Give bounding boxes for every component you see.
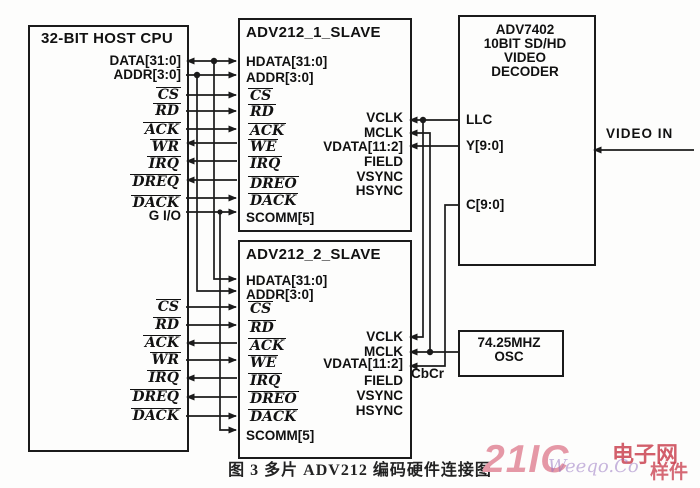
- wire-vclk2: [409, 120, 424, 341]
- cpu-pin-irq: IRQ: [146, 156, 181, 172]
- video-in-label: VIDEO IN: [606, 126, 674, 141]
- cpu-title: 32-BIT HOST CPU: [40, 30, 173, 47]
- cpu-pin-addr: ADDR[3:0]: [113, 67, 182, 82]
- adv2-pin-ack: ACK: [248, 338, 287, 354]
- adv2-pin-vclk: VCLK: [366, 329, 403, 344]
- adv2-pin-irq: IRQ: [248, 373, 283, 389]
- adv2-pin-field: FIELD: [364, 373, 403, 388]
- adv1-pin-dreq: DREO: [248, 176, 299, 192]
- osc-block: [458, 330, 564, 377]
- decoder-title-1: ADV7402: [495, 22, 555, 37]
- figure-caption: 图 3 多片 ADV212 编码硬件连接图: [228, 462, 492, 479]
- cpu-pin-ack-2: ACK: [142, 335, 181, 351]
- cpu-pin-cs: CS: [155, 87, 181, 103]
- decoder-pin-y: Y[9:0]: [466, 138, 504, 153]
- osc-label-osc: OSC: [494, 349, 524, 364]
- decoder-title-4: DECODER: [491, 64, 559, 79]
- cpu-pin-irq-2: IRQ: [146, 370, 181, 386]
- wire-gio-branch: [219, 212, 237, 434]
- adv1-pin-vdata: VDATA[11:2]: [323, 139, 403, 154]
- adv1-pin-scomm: SCOMM[5]: [246, 210, 315, 225]
- adv1-pin-cs: CS: [248, 88, 274, 104]
- adv1-pin-mclk: MCLK: [364, 125, 403, 140]
- adv2-pin-addr: ADDR[3:0]: [246, 287, 314, 302]
- cpu-pin-ack: ACK: [142, 122, 181, 138]
- adv2-pin-dack: DACK: [248, 409, 299, 425]
- decoder-pin-c: C[9:0]: [466, 197, 505, 212]
- watermark-brand: 21IC: [483, 438, 570, 481]
- adv2-pin-we: WE: [248, 355, 279, 371]
- cpu-pin-wr-2: WR: [149, 352, 181, 368]
- junction-llc: [419, 116, 427, 124]
- adv1-pin-field: FIELD: [364, 154, 403, 169]
- cpu-pin-wr: WR: [149, 139, 181, 155]
- adv2-pin-rd: RD: [248, 320, 276, 336]
- wire-mclk1: [409, 129, 431, 352]
- cpu-pin-rd-2: RD: [153, 317, 181, 333]
- adv1-pin-hdata: HDATA[31:0]: [246, 54, 328, 69]
- cpu-pin-gio: G I/O: [148, 208, 181, 223]
- cbcr-label: CbCr: [411, 366, 444, 381]
- cpu-pin-dack: DACK: [130, 195, 181, 211]
- adv1-pin-rd: RD: [248, 104, 276, 120]
- decoder-block: [458, 15, 596, 266]
- decoder-title-2: 10BIT SD/HD: [483, 36, 567, 51]
- adv1-pin-we: WE: [248, 139, 279, 155]
- junction-osc: [426, 348, 434, 356]
- decoder-title-3: VIDEO: [503, 50, 546, 65]
- adv1-pin-hsync: HSYNC: [355, 183, 403, 198]
- adv2-pin-dreq: DREO: [248, 391, 299, 407]
- adv1-pin-ack: ACK: [248, 123, 287, 139]
- adv2-title: ADV212_2_SLAVE: [246, 246, 381, 263]
- adv2-pin-hdata: HDATA[31:0]: [246, 273, 328, 288]
- cpu-pin-data: DATA[31:0]: [109, 53, 181, 68]
- adv2-pin-vsync: VSYNC: [356, 388, 403, 403]
- adv2-pin-hsync: HSYNC: [355, 403, 403, 418]
- cpu-pin-rd: RD: [153, 103, 181, 119]
- watermark-site: 电子网: [612, 442, 679, 467]
- adv1-title: ADV212_1_SLAVE: [246, 24, 381, 41]
- wire-c-vdata2: [409, 204, 458, 370]
- adv2-pin-vdata: VDATA[11:2]: [323, 356, 403, 371]
- adv2-pin-cs: CS: [248, 301, 274, 317]
- adv212-2-block: [238, 240, 412, 459]
- adv212-1-block: [238, 18, 412, 232]
- cpu-pin-dack-2: DACK: [130, 408, 181, 424]
- cpu-pin-cs-2: CS: [155, 299, 181, 315]
- watermark-stamp: 样件: [650, 462, 689, 483]
- junction-gio: [217, 209, 223, 215]
- adv1-pin-addr: ADDR[3:0]: [246, 70, 314, 85]
- junction-addr: [193, 71, 201, 79]
- adv1-pin-vclk: VCLK: [366, 110, 403, 125]
- cpu-pin-dreq: DREQ: [130, 174, 181, 190]
- adv1-pin-irq: IRQ: [248, 156, 283, 172]
- adv2-pin-mclk: MCLK: [364, 344, 403, 359]
- junction-data: [210, 57, 218, 65]
- wire-data-branch: [213, 61, 237, 283]
- watermark-script: Weeqo.Co: [548, 456, 639, 477]
- adv1-pin-dack: DACK: [248, 193, 299, 209]
- wire-addr-branch: [196, 75, 237, 295]
- osc-label-freq: 74.25MHZ: [477, 335, 541, 350]
- cpu-pin-dreq-2: DREQ: [130, 389, 181, 405]
- cpu-block: [28, 25, 189, 452]
- adv2-pin-scomm: SCOMM[5]: [246, 428, 315, 443]
- adv1-pin-vsync: VSYNC: [356, 169, 403, 184]
- decoder-pin-llc: LLC: [466, 112, 493, 127]
